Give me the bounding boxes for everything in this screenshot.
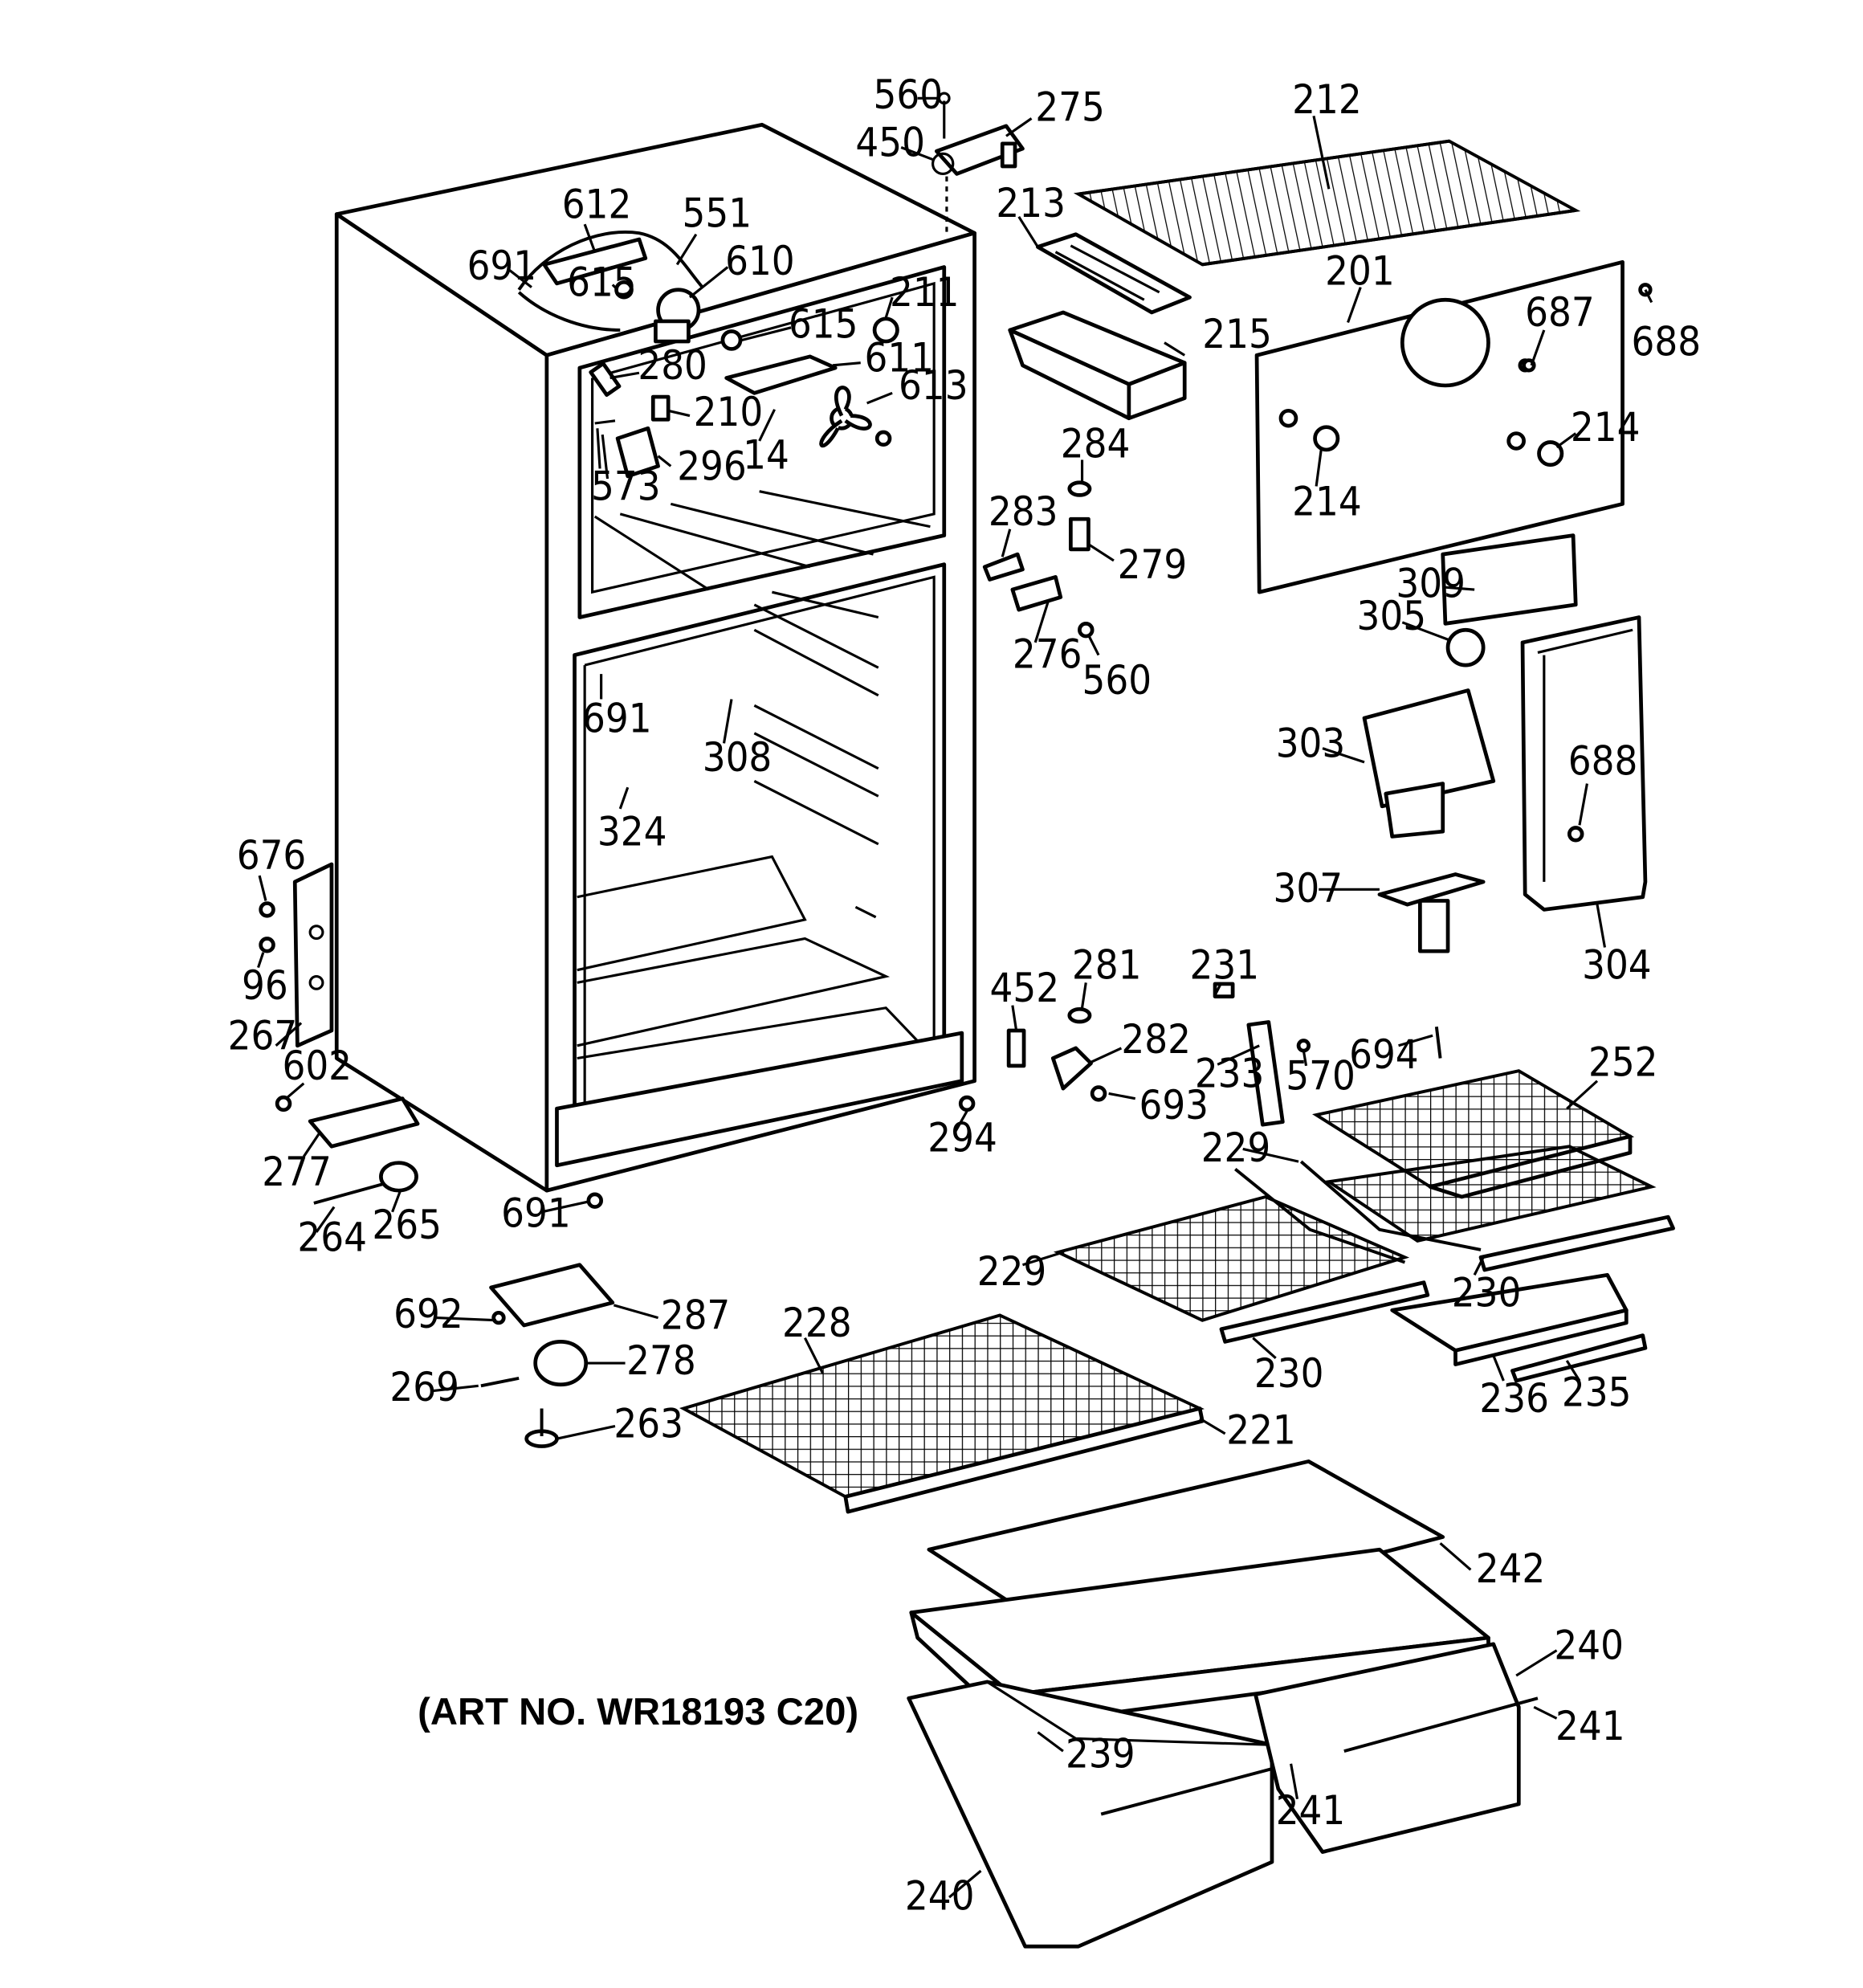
callout-287: 287	[661, 1292, 731, 1339]
callout-602: 602	[282, 1042, 352, 1089]
callout-324: 324	[597, 808, 667, 855]
leveler-roller-parts	[480, 1263, 615, 1448]
callout-214-right: 214	[1571, 403, 1641, 451]
callout-236: 236	[1479, 1374, 1549, 1422]
callout-284: 284	[1061, 419, 1131, 467]
callout-309: 309	[1396, 560, 1466, 607]
evaporator-cover	[1254, 259, 1625, 594]
callout-691-mid: 691	[582, 694, 652, 741]
callout-303: 303	[1276, 720, 1346, 767]
air-duct-assembly	[1362, 283, 1653, 953]
callout-14: 14	[743, 431, 789, 479]
callout-450: 450	[855, 119, 925, 166]
callout-613: 613	[899, 361, 968, 409]
callout-305: 305	[1357, 592, 1427, 639]
callout-241-right: 241	[1555, 1702, 1625, 1749]
callout-687: 687	[1525, 288, 1595, 336]
callout-210: 210	[694, 388, 764, 435]
callout-551: 551	[683, 189, 752, 236]
ice-tray	[1036, 232, 1192, 315]
callout-213: 213	[996, 179, 1066, 227]
callout-692: 692	[393, 1290, 463, 1337]
callout-212: 212	[1292, 76, 1362, 123]
callout-296: 296	[677, 443, 747, 490]
callout-278: 278	[626, 1337, 696, 1384]
callout-277: 277	[262, 1148, 332, 1195]
crisper-drawer-right	[1254, 1642, 1539, 1854]
callout-230-right: 230	[1452, 1269, 1522, 1316]
callout-308: 308	[703, 733, 773, 781]
callout-230-left: 230	[1254, 1349, 1324, 1397]
callout-452: 452	[990, 964, 1060, 1011]
callout-264: 264	[297, 1214, 367, 1261]
callout-229-upper: 229	[1201, 1124, 1271, 1171]
callout-242: 242	[1476, 1545, 1546, 1592]
callout-560-lower: 560	[1082, 656, 1152, 704]
callout-269: 269	[389, 1363, 459, 1410]
callout-283: 283	[989, 488, 1058, 535]
callout-615-left: 615	[567, 259, 637, 306]
callout-201: 201	[1325, 247, 1395, 295]
callout-281: 281	[1072, 941, 1142, 989]
callout-615-right: 615	[789, 300, 858, 347]
callout-307: 307	[1274, 864, 1343, 912]
callout-610: 610	[725, 237, 795, 284]
callout-215: 215	[1202, 310, 1272, 357]
fan-blade	[819, 386, 872, 448]
callout-233: 233	[1195, 1050, 1265, 1097]
callout-240-right: 240	[1554, 1622, 1624, 1669]
crisper-drawer-left	[907, 1680, 1292, 1949]
callout-228: 228	[782, 1299, 852, 1346]
callout-691-top: 691	[467, 242, 537, 289]
callout-573: 573	[591, 463, 661, 510]
callout-676: 676	[237, 831, 307, 879]
callout-294: 294	[927, 1114, 997, 1161]
callout-304: 304	[1582, 941, 1652, 989]
callout-labels: 560 275 450 212 213 201 688 612 551 691 …	[228, 71, 1701, 1920]
wire-shelf-228	[679, 1313, 1205, 1514]
callout-221: 221	[1226, 1406, 1296, 1454]
callout-611: 611	[864, 334, 934, 382]
callout-694: 694	[1349, 1031, 1419, 1078]
art-number: (ART NO. WR18193 C20)	[418, 1690, 858, 1733]
callout-275: 275	[1035, 84, 1105, 131]
cantilever-shelf-229-upper	[1299, 1145, 1675, 1272]
callout-693: 693	[1139, 1081, 1209, 1129]
callout-214-left: 214	[1292, 478, 1362, 525]
callout-211: 211	[890, 268, 960, 316]
callout-229-lower: 229	[977, 1247, 1047, 1295]
cantilever-shelf-229-lower	[1053, 1167, 1430, 1344]
callout-241-left: 241	[1276, 1786, 1346, 1834]
shelf-236-235	[1390, 1272, 1648, 1383]
callout-688-top: 688	[1632, 317, 1702, 365]
callout-280: 280	[638, 341, 707, 389]
callout-282: 282	[1121, 1015, 1191, 1063]
callout-691-bottom: 691	[501, 1190, 571, 1237]
callout-560: 560	[874, 71, 944, 118]
callout-688-lower: 688	[1568, 737, 1638, 785]
callout-231: 231	[1190, 941, 1260, 989]
callout-263: 263	[614, 1400, 683, 1447]
top-hinge-assembly	[931, 92, 1025, 234]
callout-252: 252	[1588, 1039, 1658, 1086]
callout-570: 570	[1286, 1052, 1355, 1100]
callout-240-left: 240	[905, 1872, 975, 1920]
callout-96: 96	[242, 961, 288, 1009]
callout-235: 235	[1562, 1368, 1632, 1415]
control-small-parts	[982, 480, 1578, 667]
callout-239: 239	[1066, 1730, 1135, 1778]
callout-leaders	[257, 96, 1653, 1899]
cabinet	[334, 122, 976, 1193]
control-housing-parts	[517, 231, 899, 479]
callout-612: 612	[562, 180, 632, 227]
ice-bin	[1008, 310, 1187, 421]
callout-265: 265	[372, 1201, 442, 1248]
callout-279: 279	[1118, 541, 1188, 588]
lower-hinge-parts	[259, 862, 1107, 1209]
freezer-wire-shelf	[1073, 139, 1581, 267]
callout-276: 276	[1013, 630, 1082, 677]
callout-267: 267	[228, 1012, 298, 1059]
